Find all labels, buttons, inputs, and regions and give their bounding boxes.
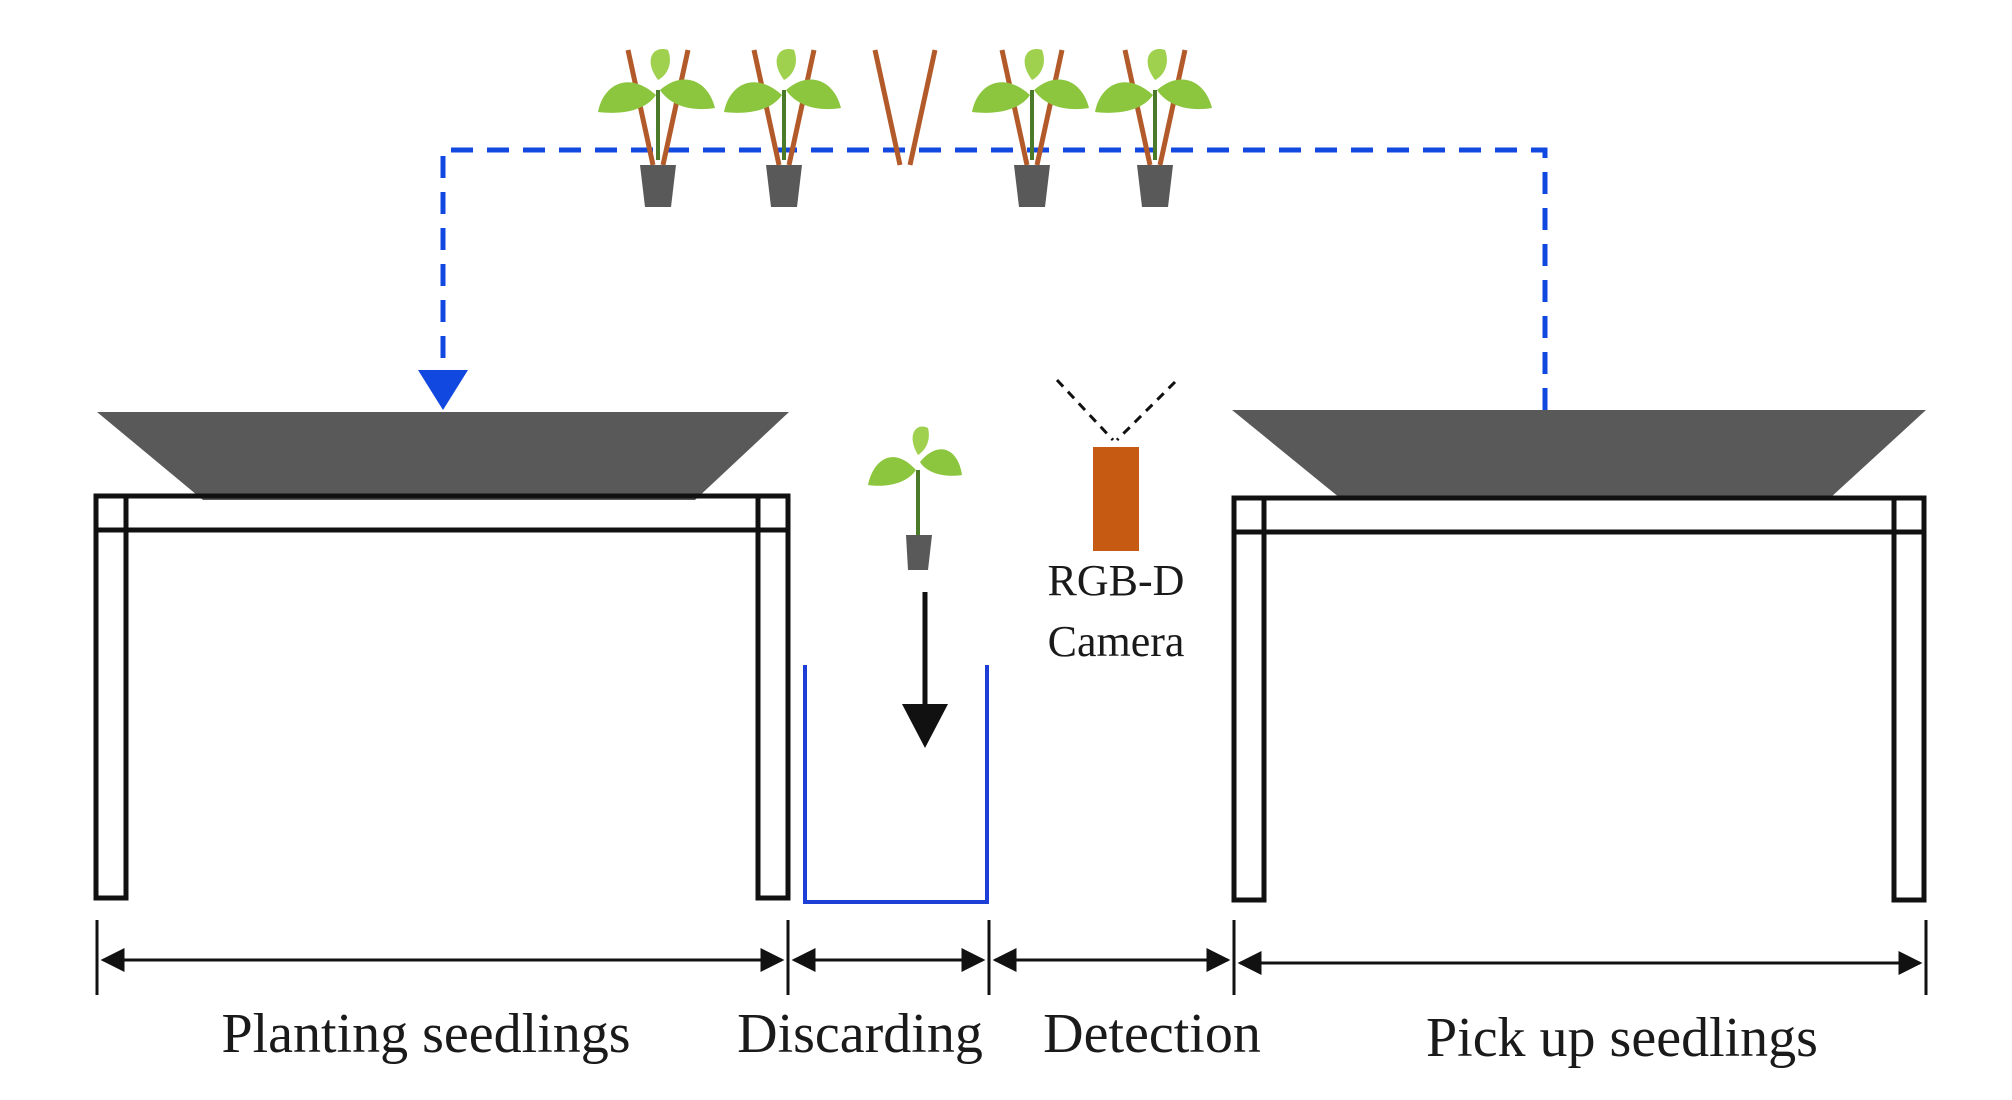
seedling-3 bbox=[972, 49, 1089, 207]
rgbd-camera: RGB-D Camera bbox=[1048, 378, 1185, 666]
section-label-detection: Detection bbox=[1043, 1003, 1261, 1065]
discard-bin bbox=[803, 665, 989, 904]
planting-table bbox=[93, 412, 791, 901]
camera-view-left bbox=[1055, 378, 1115, 442]
camera-view-right bbox=[1115, 380, 1177, 442]
seedling-2 bbox=[724, 49, 841, 207]
section-label-pickup: Pick up seedlings bbox=[1426, 1007, 1818, 1069]
seedling-row bbox=[598, 49, 1212, 207]
flow-arrowhead bbox=[418, 370, 468, 410]
camera-label-line1: RGB-D bbox=[1048, 556, 1185, 605]
discard-area bbox=[803, 426, 989, 904]
pickup-table bbox=[1231, 410, 1927, 903]
section-ticks bbox=[95, 920, 1928, 995]
section-label-planting: Planting seedlings bbox=[221, 1003, 630, 1065]
planting-tray bbox=[97, 412, 789, 500]
camera-label-line2: Camera bbox=[1048, 617, 1185, 666]
empty-stakes bbox=[872, 49, 938, 166]
pickup-tray bbox=[1232, 410, 1926, 498]
flow-path bbox=[418, 147, 1548, 410]
section-label-discarding: Discarding bbox=[737, 1003, 983, 1065]
discarded-seedling bbox=[868, 426, 962, 570]
camera-body bbox=[1093, 447, 1139, 551]
seedling-1 bbox=[598, 49, 715, 207]
discard-arrowhead bbox=[902, 704, 948, 748]
seedling-4 bbox=[1095, 49, 1212, 207]
section-arrows bbox=[100, 948, 1923, 975]
